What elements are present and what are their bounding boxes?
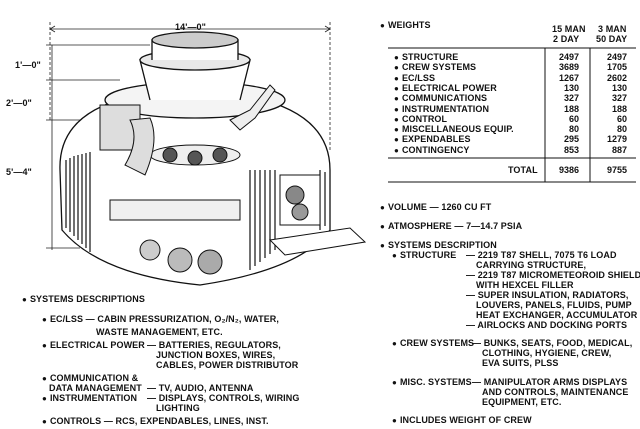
- misc-line: — MANIPULATOR ARMS DISPLAYS: [472, 377, 628, 387]
- weight-row-col1: 327: [563, 93, 579, 104]
- comm-value: — TV, AUDIO, ANTENNA: [147, 383, 254, 393]
- systems-left-heading: ●SYSTEMS DESCRIPTIONS: [22, 294, 145, 304]
- weight-row-label: ●COMMUNICATIONS: [394, 93, 488, 104]
- weight-row-col1: 2497: [558, 52, 579, 62]
- structure-line: — SUPER INSULATION, RADIATORS,: [466, 290, 629, 300]
- airlock-ramp: [268, 227, 367, 256]
- weight-row-col1: 60: [568, 113, 579, 124]
- weight-row-label: ●EXPENDABLES: [394, 134, 471, 145]
- weight-row-col2: 1705: [606, 62, 627, 73]
- total-col1: 9386: [558, 165, 579, 175]
- instr-line: — DISPLAYS, CONTROLS, WIRING: [147, 393, 300, 403]
- dimension-lines: [46, 22, 331, 250]
- crew-line: — BUNKS, SEATS, FOOD, MEDICAL,: [472, 338, 633, 348]
- eclss-line1: ●EC/LSS — CABIN PRESSURIZATION, O₂/N₂, W…: [42, 314, 280, 324]
- weight-row-col2: 60: [616, 113, 627, 124]
- bullet-icon: ●: [394, 53, 399, 62]
- module-cutaway-drawing: [46, 22, 367, 286]
- total-label: TOTAL: [508, 165, 538, 175]
- bullet-icon: ●: [394, 125, 399, 135]
- weight-row-col1: 130: [563, 82, 579, 93]
- col2-header-line2: 50 DAY: [596, 34, 628, 44]
- weight-row-label: ●CONTROL: [394, 113, 448, 124]
- weight-row-col1: 853: [563, 144, 579, 155]
- elec-line: JUNCTION BOXES, WIRES,: [156, 350, 276, 360]
- structure-line: — AIRLOCKS AND DOCKING PORTS: [466, 320, 628, 330]
- crew-line: EVA SUITS, PLSS: [482, 358, 559, 368]
- weight-row-col2: 2497: [606, 52, 627, 62]
- structure-line: LOUVERS, PANELS, FLUIDS, PUMP: [476, 300, 632, 310]
- comm-label-line2: DATA MANAGEMENT: [49, 383, 142, 393]
- weight-row-col1: 3689: [558, 62, 579, 73]
- elec-line: — BATTERIES, REGULATORS,: [147, 340, 281, 350]
- includes-crew-note: ●INCLUDES WEIGHT OF CREW: [392, 415, 532, 425]
- weight-row-label: ●INSTRUMENTATION: [394, 103, 490, 114]
- dim-mid-label: 2'—0": [6, 98, 32, 108]
- weight-row-label: ●STRUCTURE: [394, 52, 459, 62]
- weight-row-col1: 295: [563, 134, 579, 145]
- weight-row-col2: 188: [611, 103, 627, 114]
- bullet-icon: ●: [394, 73, 399, 83]
- misc-systems-label: ●MISC. SYSTEMS: [392, 377, 472, 387]
- misc-line: EQUIPMENT, ETC.: [482, 397, 562, 407]
- systems-right-heading: ●SYSTEMS DESCRIPTION: [380, 240, 497, 250]
- crew-systems-label: ●CREW SYSTEMS: [392, 338, 475, 348]
- col2-header-line1: 3 MAN: [598, 24, 627, 34]
- interior-equipment: [99, 84, 321, 275]
- instr-line: LIGHTING: [156, 403, 200, 413]
- weights-heading: ●WEIGHTS: [380, 20, 431, 30]
- instrumentation-label: ●INSTRUMENTATION: [42, 393, 138, 403]
- atmosphere-text: ●ATMOSPHERE — 7—14.7 PSIA: [380, 221, 523, 231]
- weight-row-col2: 887: [611, 144, 627, 155]
- controls-line: ●CONTROLS — RCS, EXPENDABLES, LINES, INS…: [42, 416, 269, 426]
- dim-low-label: 5'—4": [6, 167, 32, 177]
- bullet-icon: ●: [394, 63, 399, 73]
- weight-row-label: ●ELECTRICAL POWER: [394, 82, 497, 93]
- bullet-icon: ●: [394, 94, 399, 104]
- col1-header-line1: 15 MAN: [552, 24, 586, 34]
- crew-line: CLOTHING, HYGIENE, CREW,: [482, 348, 612, 358]
- bullet-icon: ●: [394, 145, 399, 155]
- misc-line: AND CONTROLS, MAINTENANCE: [482, 387, 629, 397]
- dim-top-label: 1'—0": [15, 60, 41, 70]
- bullet-icon: ●: [394, 104, 399, 114]
- col1-header-line2: 2 DAY: [553, 34, 580, 44]
- weight-row-col1: 80: [568, 124, 579, 135]
- bullet-icon: ●: [394, 114, 399, 124]
- structure-line: WITH HEXCEL FILLER: [476, 280, 574, 290]
- weight-row-col1: 1267: [558, 72, 579, 83]
- structure-line: — 2219 T87 MICROMETEOROID SHIELD: [466, 270, 640, 280]
- weight-row-label: ●CONTINGENCY: [394, 144, 470, 155]
- structure-line: CARRYING STRUCTURE,: [476, 260, 587, 270]
- structure-line: — 2219 T87 SHELL, 7075 T6 LOAD: [466, 250, 617, 260]
- elec-line: CABLES, POWER DISTRIBUTOR: [156, 360, 299, 370]
- weight-row-col2: 327: [611, 93, 627, 104]
- structure-line: HEAT EXCHANGER, ACCUMULATOR: [476, 310, 638, 320]
- total-col2: 9755: [606, 165, 627, 175]
- weight-row-label: ●CREW SYSTEMS: [394, 62, 477, 73]
- eclss-line2: WASTE MANAGEMENT, ETC.: [96, 327, 223, 337]
- comm-label-line1: ●COMMUNICATION &: [42, 373, 139, 383]
- shield-hatching: [65, 152, 326, 270]
- weight-row-col1: 188: [563, 103, 579, 114]
- weight-row-col2: 1279: [606, 134, 627, 145]
- weight-row-label: ●MISCELLANEOUS EQUIP.: [394, 124, 514, 135]
- volume-text: ●VOLUME — 1260 CU FT: [380, 202, 492, 212]
- weight-row-col2: 80: [616, 124, 627, 135]
- dim-width-label: 14'—0": [175, 22, 207, 32]
- weight-row-col2: 2602: [606, 72, 627, 83]
- structure-label: ●STRUCTURE: [392, 250, 457, 260]
- weight-row-col2: 130: [611, 82, 627, 93]
- weight-row-label: ●EC/LSS: [394, 72, 436, 83]
- electrical-power-label: ●ELECTRICAL POWER: [42, 340, 145, 350]
- bullet-icon: ●: [394, 135, 399, 145]
- bullet-icon: ●: [394, 83, 399, 93]
